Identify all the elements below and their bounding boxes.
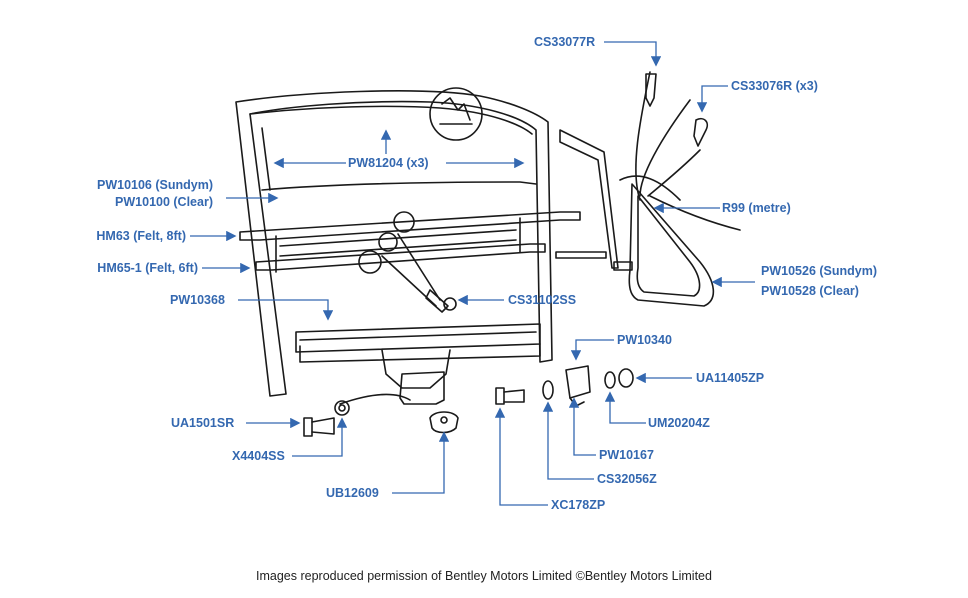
- label-ua1501sr: UA1501SR: [171, 416, 235, 430]
- label-pw10167: PW10167: [599, 448, 654, 462]
- door-frame: [235, 90, 553, 397]
- copyright-caption: Images reproduced permission of Bentley …: [256, 569, 712, 583]
- label-ua11405zp: UA11405ZP: [696, 371, 765, 385]
- screw-cs33076r: [693, 117, 709, 147]
- detail-circle: [429, 87, 483, 141]
- label-pw10106: PW10106 (Sundym): [96, 178, 213, 192]
- bolt-xc178zp: [495, 387, 505, 405]
- label-cs31102ss: CS31102SS: [508, 293, 577, 307]
- nut-ub12609: [429, 411, 459, 434]
- bolt-ua1501sr: [303, 417, 313, 437]
- label-ub12609: UB12609: [326, 486, 379, 500]
- label-pw10100: PW10100 (Clear): [115, 195, 213, 209]
- label-xc178zp: XC178ZP: [551, 498, 606, 512]
- label-pw81204: PW81204 (x3): [348, 156, 429, 170]
- label-pw10526: PW10526 (Sundym): [761, 264, 878, 278]
- label-hm65: HM65-1 (Felt, 6ft): [97, 261, 198, 275]
- label-um20204z: UM20204Z: [648, 416, 710, 430]
- screw-cs33077r: [645, 73, 657, 107]
- clip-circle-1: [393, 211, 415, 233]
- label-x4404ss: X4404SS: [232, 449, 285, 463]
- label-cs32056z: CS32056Z: [597, 472, 657, 486]
- label-pw10528: PW10528 (Clear): [761, 284, 859, 298]
- label-cs33076r: CS33076R (x3): [731, 79, 818, 93]
- screw-cs31102ss: [425, 289, 449, 313]
- window-glass: [261, 181, 537, 191]
- felt-strip-upper: [239, 211, 581, 241]
- label-r99: R99 (metre): [722, 201, 791, 215]
- label-pw10340: PW10340: [617, 333, 672, 347]
- clip-circle-3: [358, 250, 382, 274]
- clip-pw10340: [565, 365, 591, 399]
- clip-circle-2: [378, 232, 398, 252]
- felt-strip-lower: [255, 243, 546, 271]
- label-hm63: HM63 (Felt, 8ft): [96, 229, 186, 243]
- quarter-light-glass: [628, 183, 715, 307]
- glass-channel: [295, 323, 541, 353]
- quarter-light-frame: [559, 129, 619, 269]
- lift-bracket: [381, 349, 451, 389]
- label-cs33077r: CS33077R: [534, 35, 596, 49]
- label-pw10368: PW10368: [170, 293, 225, 307]
